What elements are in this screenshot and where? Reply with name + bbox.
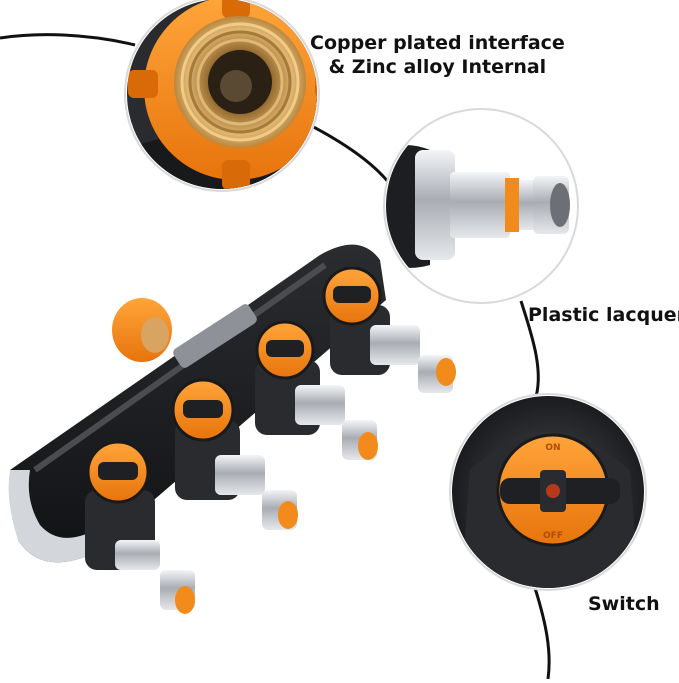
- switch-off-text: OFF: [543, 531, 563, 541]
- valve-1: [85, 440, 195, 614]
- lacquer-callout-label: Plastic lacquer: [528, 304, 679, 326]
- valve-4: [322, 266, 456, 393]
- switch-on-text: ON: [545, 443, 560, 453]
- interface-callout-line-1: Copper plated interface: [310, 32, 565, 54]
- valve-3: [255, 320, 378, 460]
- callout-lacquer-circle: [383, 108, 579, 304]
- interface-callout-label: Copper plated interface & Zinc alloy Int…: [310, 31, 565, 79]
- interface-callout-line-2: & Zinc alloy Internal: [328, 56, 547, 78]
- switch-callout-label: Switch: [588, 593, 660, 615]
- inlet-nut: [112, 298, 172, 362]
- valve-2: [171, 378, 298, 530]
- callout-switch-circle: ON OFF: [449, 393, 647, 591]
- callout-interface-circle: [124, 0, 320, 192]
